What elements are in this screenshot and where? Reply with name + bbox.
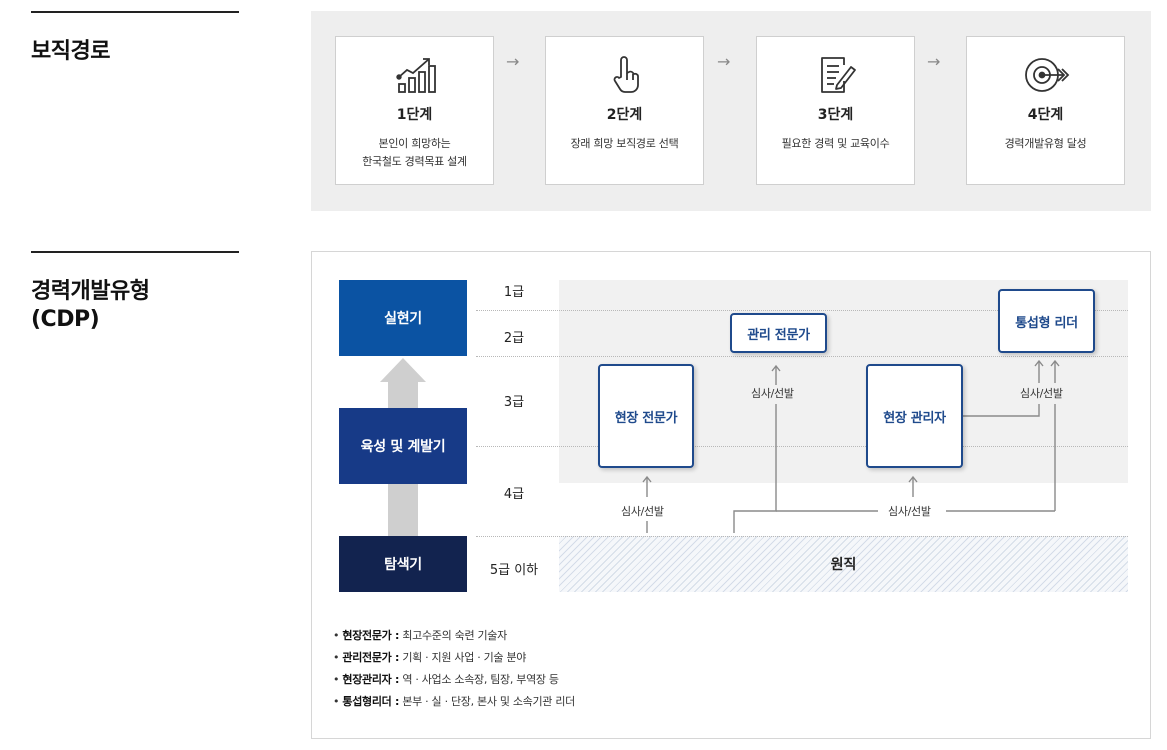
document-edit-icon: [757, 53, 914, 97]
cdp-title-line2: (CDP): [31, 307, 100, 332]
role-field-expert: 현장 전문가: [598, 364, 694, 468]
stage-exploration: 탐색기: [339, 536, 467, 592]
legend-item: • 현장전문가 : 최고수준의 숙련 기술자: [333, 629, 507, 642]
legend-term: 현장전문가 :: [342, 629, 400, 642]
role-field-manager: 현장 관리자: [866, 364, 963, 468]
grade-divider: [476, 446, 1128, 447]
legend-desc: 최고수준의 숙련 기술자: [399, 629, 507, 642]
cdp-title: 경력개발유형 (CDP): [31, 278, 150, 334]
step-description: 본인이 희망하는 한국철도 경력목표 설계: [362, 137, 467, 168]
grade-label: 3급: [503, 395, 525, 410]
legend-term: 관리전문가 :: [342, 651, 400, 664]
grade-divider: [476, 356, 1128, 357]
legend-item: • 현장관리자 : 역 · 사업소 소속장, 팀장, 부역장 등: [333, 673, 559, 686]
legend-item: • 관리전문가 : 기획 · 지원 사업 · 기술 분야: [333, 651, 527, 664]
stage-development: 육성 및 계발기: [339, 408, 467, 484]
step-label: 4단계: [1027, 107, 1064, 123]
career-path-title: 보직경로: [31, 39, 110, 64]
selection-label: 심사/선발: [621, 505, 664, 518]
step-1-card: 1단계 본인이 희망하는 한국철도 경력목표 설계: [335, 36, 494, 185]
step-3-card: 3단계 필요한 경력 및 교육이수: [756, 36, 915, 185]
legend-desc: 본부 · 실 · 단장, 본사 및 소속기관 리더: [399, 695, 575, 708]
section-divider: [31, 11, 239, 13]
step-label: 3단계: [817, 107, 854, 123]
step-arrow-icon: →: [927, 52, 941, 71]
legend-item: • 통섭형리더 : 본부 · 실 · 단장, 본사 및 소속기관 리더: [333, 695, 575, 708]
grade-label: 4급: [503, 487, 525, 502]
grade-label: 1급: [503, 285, 525, 300]
role-admin-expert: 관리 전문가: [730, 313, 827, 353]
grade-label: 2급: [503, 331, 525, 346]
step-label: 1단계: [396, 107, 433, 123]
step-2-card: 2단계 장래 희망 보직경로 선택: [545, 36, 704, 185]
bar-chart-icon: [336, 53, 493, 97]
selection-label: 심사/선발: [751, 387, 794, 400]
grade-divider: [476, 310, 1128, 311]
hand-pointer-icon: [546, 53, 703, 97]
legend-term: 현장관리자 :: [342, 673, 400, 686]
stage-realization: 실현기: [339, 280, 467, 356]
target-icon: [967, 53, 1124, 97]
cdp-title-line1: 경력개발유형: [31, 279, 150, 304]
step-description: 경력개발유형 달성: [1004, 137, 1087, 150]
selection-label: 심사/선발: [1020, 387, 1063, 400]
selection-label: 심사/선발: [888, 505, 931, 518]
base-position-label: 원직: [830, 557, 857, 573]
legend-term: 통섭형리더 :: [342, 695, 400, 708]
step-arrow-icon: →: [506, 52, 520, 71]
role-integrated-leader: 통섭형 리더: [998, 289, 1095, 353]
legend-desc: 역 · 사업소 소속장, 팀장, 부역장 등: [399, 673, 559, 686]
legend-desc: 기획 · 지원 사업 · 기술 분야: [399, 651, 527, 664]
step-label: 2단계: [606, 107, 643, 123]
step-arrow-icon: →: [717, 52, 731, 71]
section-divider: [31, 251, 239, 253]
step-4-card: 4단계 경력개발유형 달성: [966, 36, 1125, 185]
step-description: 장래 희망 보직경로 선택: [570, 137, 679, 150]
grade-label: 5급 이하: [489, 563, 539, 578]
grade-divider: [476, 536, 1128, 537]
base-hatch-area: [559, 536, 1128, 592]
step-description: 필요한 경력 및 교육이수: [781, 137, 890, 150]
